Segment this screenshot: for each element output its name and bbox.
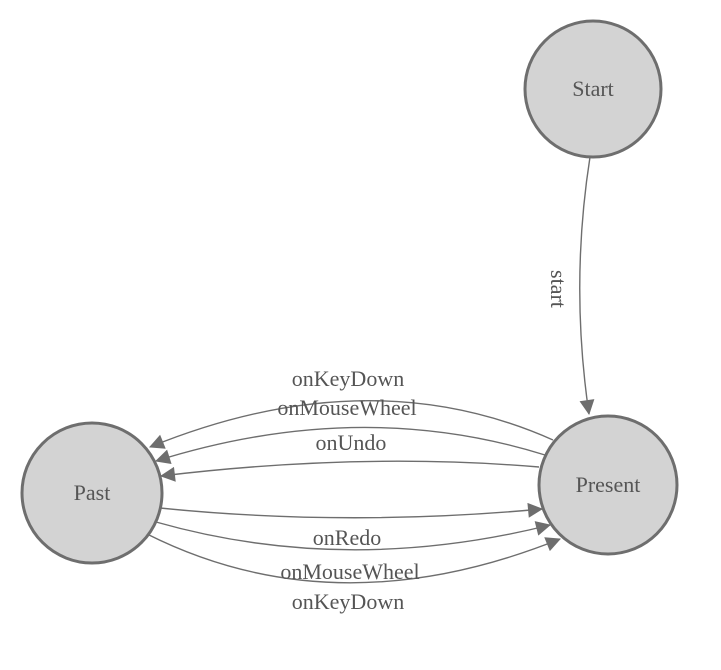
node-present-circle	[537, 414, 679, 556]
edge-present-to-past-onundo	[159, 460, 540, 482]
edge-past-to-present-onmousewheel	[155, 521, 552, 551]
edge-past-to-present-onredo	[159, 502, 544, 519]
edge-start-to-present	[579, 156, 595, 416]
node-start-label: Start	[572, 76, 614, 101]
node-start: Start	[523, 19, 663, 159]
node-past-circle	[20, 421, 164, 565]
edge-label-onkeydown-bottom: onKeyDown	[292, 589, 404, 614]
node-present: Present	[537, 414, 679, 556]
edge-present-to-past-onmousewheel	[154, 426, 546, 464]
node-start-circle	[523, 19, 663, 159]
edge-label-onmousewheel-bottom: onMouseWheel	[280, 559, 419, 584]
node-past-label: Past	[74, 480, 111, 505]
node-present-label: Present	[576, 472, 641, 497]
edge-past-to-present-onkeydown	[146, 533, 561, 584]
edge-label-onundo: onUndo	[316, 430, 387, 455]
edge-label-onmousewheel-top: onMouseWheel	[277, 395, 416, 420]
edge-present-to-past-onkeydown	[149, 399, 554, 449]
edge-label-start: start	[546, 270, 571, 308]
edge-label-onredo: onRedo	[313, 525, 381, 550]
node-past: Past	[20, 421, 164, 565]
edge-label-onkeydown-top: onKeyDown	[292, 366, 404, 391]
